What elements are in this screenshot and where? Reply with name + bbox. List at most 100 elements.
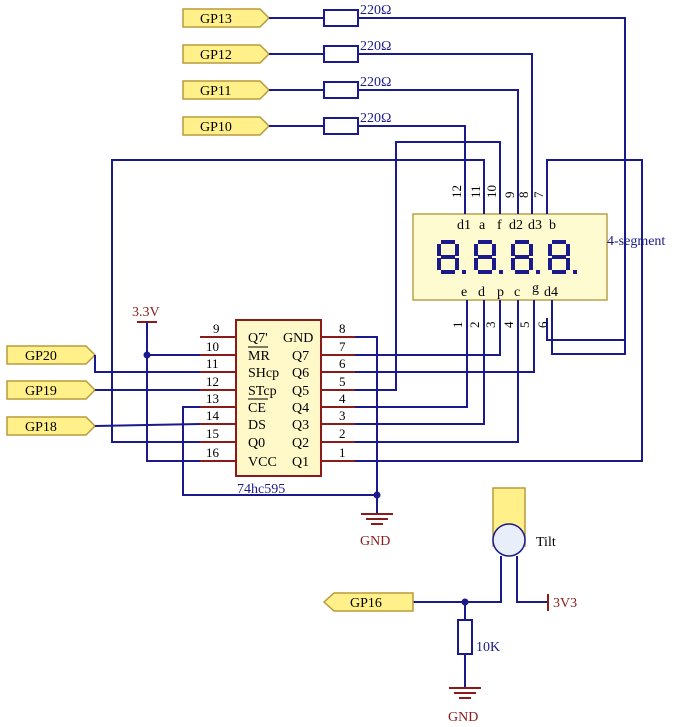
display-pin-name-b: b xyxy=(549,218,556,233)
gp10-flag xyxy=(182,116,271,136)
gnd-label-bottom: GND xyxy=(448,710,478,725)
chip-ground-net: GND xyxy=(182,336,393,549)
chip-pin-name-q4: Q4 xyxy=(292,401,309,416)
digit-segment xyxy=(566,244,570,256)
digit-decimal-point xyxy=(573,270,577,274)
chip-pin-5: 5 xyxy=(339,374,346,389)
digit-decimal-point xyxy=(499,270,503,274)
r10k-value: 10K xyxy=(476,640,500,655)
display-pin-10: 10 xyxy=(484,185,499,198)
digit-segment xyxy=(515,240,529,244)
display-label: 4-segment xyxy=(607,234,665,249)
display-pin-name-a: a xyxy=(479,218,486,233)
digit-segment xyxy=(441,255,455,259)
display-digits xyxy=(437,240,577,274)
gp11-net: GP11 220Ω xyxy=(182,75,519,214)
display-pin-name-p: p xyxy=(497,285,504,300)
tilt-ball xyxy=(492,523,526,557)
gp18-flag xyxy=(6,416,97,436)
gp11-label: GP11 xyxy=(200,84,231,99)
digit-segment xyxy=(437,258,441,270)
digit-segment xyxy=(548,244,552,256)
digit-segment xyxy=(511,258,515,270)
chip-pin-9: 9 xyxy=(213,321,220,336)
display-pin-name-c: c xyxy=(514,285,520,300)
gp10-label: GP10 xyxy=(200,120,232,135)
display-pin-12: 12 xyxy=(449,185,464,198)
gp13-flag xyxy=(182,8,271,28)
display-pin-name-d1: d1 xyxy=(457,218,471,233)
display-pin-name-d2: d2 xyxy=(509,218,523,233)
digit-segment xyxy=(474,258,478,270)
chip-pin-11: 11 xyxy=(206,356,219,371)
chip-body xyxy=(235,319,322,477)
display-pin-5: 5 xyxy=(517,322,532,329)
chip-pin-name-vcc: VCC xyxy=(248,455,277,470)
chip-pin-name-q3: Q3 xyxy=(292,418,309,433)
display-pin-6: 6 xyxy=(535,321,550,328)
display-pin-name-d3: d3 xyxy=(528,218,542,233)
digit-segment xyxy=(529,244,533,256)
supply-3v3-label: 3.3V xyxy=(132,305,160,320)
digit-segment xyxy=(441,240,455,244)
resistor-r4 xyxy=(323,117,359,135)
chip-pin-name-q6: Q6 xyxy=(292,366,309,381)
supply-3v3-left: 3.3V xyxy=(132,305,200,462)
digit-decimal-point xyxy=(462,270,466,274)
chip-pin-2: 2 xyxy=(339,426,346,441)
digit-segment xyxy=(441,270,455,274)
gp12-flag xyxy=(182,44,271,64)
r2-value: 220Ω xyxy=(360,39,391,54)
gp20-flag xyxy=(6,345,97,365)
chip-pin-name-gnd: GND xyxy=(283,331,313,346)
digit-segment xyxy=(455,258,459,270)
gp16-net: GP16 10K GND xyxy=(322,592,500,725)
gp18-label: GP18 xyxy=(25,420,57,435)
gp19-label: GP19 xyxy=(25,384,57,399)
chip-pin-16: 16 xyxy=(206,445,220,460)
chip-pin-name-q7: Q7 xyxy=(292,349,309,364)
gp20-label: GP20 xyxy=(25,349,57,364)
chip-pin-name-q5: Q5 xyxy=(292,384,309,399)
digit-segment xyxy=(566,258,570,270)
display-pin-name-g: g xyxy=(532,281,539,296)
chip-pin-name-ds: DS xyxy=(248,418,266,433)
gp12-net: GP12 220Ω xyxy=(182,39,533,214)
r3-value: 220Ω xyxy=(360,75,391,90)
chip-pin-6: 6 xyxy=(339,356,346,371)
gp20-net: GP20 xyxy=(6,345,200,373)
chip-pin-name-q1: Q1 xyxy=(292,455,309,470)
gp11-flag xyxy=(182,80,271,100)
tilt-switch: Tilt 3V3 xyxy=(413,487,577,611)
gnd-label-top: GND xyxy=(360,534,390,549)
gp19-flag xyxy=(6,380,97,400)
chip-pin-3: 3 xyxy=(339,408,346,423)
junction-dot xyxy=(373,491,381,499)
resistor-r2 xyxy=(323,45,359,63)
digit-segment xyxy=(478,255,492,259)
digit-segment xyxy=(515,270,529,274)
chip-pin-12: 12 xyxy=(206,374,219,389)
chip-pin-name-q7p: Q7' xyxy=(248,331,268,346)
digit-segment xyxy=(437,244,441,256)
digit-segment xyxy=(552,240,566,244)
chip-pin-15: 15 xyxy=(206,426,219,441)
gp10-net: GP10 220Ω xyxy=(182,111,466,214)
display-pin-11: 11 xyxy=(468,185,483,198)
digit-segment xyxy=(474,244,478,256)
display-pin-7: 7 xyxy=(531,191,546,198)
digit-segment xyxy=(515,255,529,259)
digit-segment xyxy=(552,255,566,259)
chip-name: 74hc595 xyxy=(237,482,285,497)
chip-pin-name-stcp: STcp xyxy=(248,384,277,399)
display-pin-name-e: e xyxy=(461,285,467,300)
display-pin-name-f: f xyxy=(497,218,502,233)
junction-dot xyxy=(143,351,151,359)
seven-segment-display: 4-segment 12 11 10 9 8 7 d1 a f d2 d3 b … xyxy=(412,185,665,329)
supply-3v3-right-label: 3V3 xyxy=(553,596,577,611)
display-pin-name-d: d xyxy=(478,285,485,300)
r1-value: 220Ω xyxy=(360,3,391,18)
digit-segment xyxy=(548,258,552,270)
resistor-r3 xyxy=(323,81,359,99)
